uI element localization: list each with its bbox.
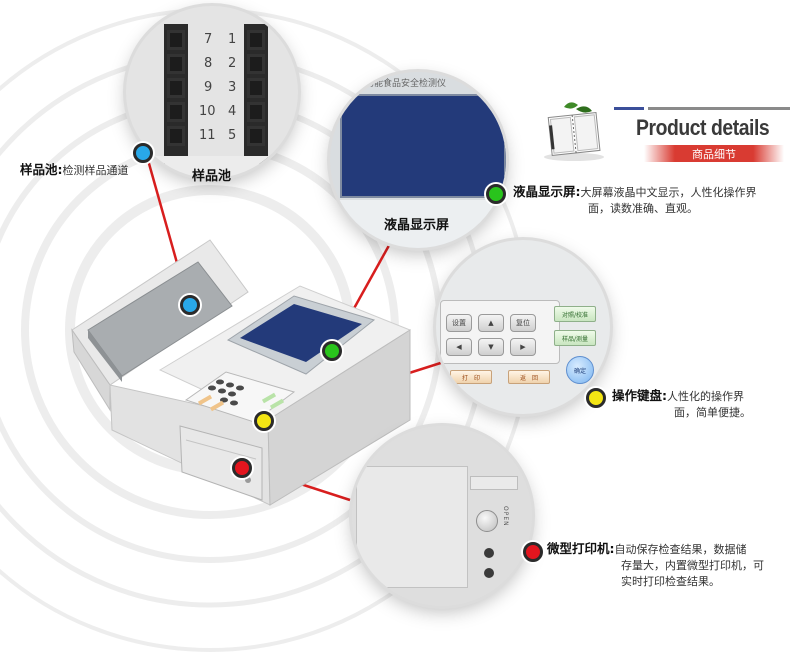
printer-open-button[interactable] bbox=[476, 510, 498, 532]
bubble-caption-band bbox=[126, 156, 298, 178]
confirm-key-label: 确定 bbox=[573, 367, 586, 375]
keyboard-title: 操作键盘: bbox=[612, 388, 667, 403]
lcd-description-line2: 面，读数准确、直观。 bbox=[588, 202, 698, 215]
header-rule-blue bbox=[614, 107, 644, 110]
bubble-caption-band bbox=[330, 200, 506, 248]
header-rule-gray bbox=[648, 107, 790, 110]
keyboard-marker bbox=[586, 388, 606, 408]
printer-door-zoom bbox=[356, 466, 468, 588]
lcd-screen-label: 多功能食品安全检测仪 bbox=[356, 79, 447, 89]
header-subtitle: 商品细节 bbox=[692, 148, 736, 161]
print-key[interactable]: 打 印 bbox=[450, 370, 492, 384]
printer-description-line1: 自动保存检查结果，数据储 bbox=[614, 543, 747, 556]
printer-title: 微型打印机: bbox=[547, 541, 615, 556]
lcd-bubble-caption: 液晶显示屏 bbox=[384, 218, 450, 233]
slot-number: 7 bbox=[204, 32, 213, 47]
sample-pool-description: 检测样品通道 bbox=[62, 164, 129, 177]
printer-description-line3: 实时打印检查结果。 bbox=[621, 575, 720, 588]
slot-number: 9 bbox=[204, 80, 213, 95]
printer-open-label: OPEN bbox=[502, 506, 509, 527]
lcd-marker bbox=[486, 184, 506, 204]
sample-pool-marker-device bbox=[180, 295, 200, 315]
slot-column-left bbox=[164, 24, 188, 164]
back-key[interactable]: 返 回 bbox=[508, 370, 550, 384]
printer-led bbox=[484, 548, 494, 558]
keyboard-callout: 操作键盘:人性化的操作界 面，简单便捷。 bbox=[612, 388, 782, 421]
left-key[interactable]: ◀ bbox=[446, 338, 472, 356]
printer-label-plate bbox=[470, 476, 518, 490]
lcd-callout: 液晶显示屏:大屏幕液晶中文显示，人性化操作界 面，读数准确、直观。 bbox=[513, 184, 783, 217]
lcd-marker-device bbox=[322, 341, 342, 361]
printer-callout: 微型打印机:自动保存检查结果，数据储 存量大，内置微型打印机，可 实时打印检查结… bbox=[547, 541, 783, 590]
right-key[interactable]: ▶ bbox=[510, 338, 536, 356]
lcd-title: 液晶显示屏: bbox=[513, 184, 581, 199]
contrast-calibrate-key[interactable]: 对照/校准 bbox=[554, 306, 596, 322]
sample-pool-marker bbox=[133, 143, 153, 163]
slot-number: 5 bbox=[228, 128, 237, 143]
lcd-description-line1: 大屏幕液晶中文显示，人性化操作界 bbox=[580, 186, 757, 199]
header-title: Product details bbox=[636, 115, 770, 140]
printer-marker-device bbox=[232, 458, 252, 478]
printer-marker bbox=[523, 542, 543, 562]
printer-bubble: OPEN bbox=[352, 426, 532, 606]
setup-key[interactable]: 设置 bbox=[446, 314, 472, 332]
header-subtitle-bg bbox=[644, 145, 784, 162]
keyboard-bubble: 设置 ▲ 复位 ◀ ▼ ▶ 对照/校准 样品/测量 打 印 返 回 确定 bbox=[436, 240, 610, 414]
sample-pool-callout: 样品池:检测样品通道 bbox=[20, 162, 129, 179]
confirm-key[interactable]: 确定 bbox=[566, 356, 594, 384]
slot-number: 3 bbox=[228, 80, 237, 95]
slot-number: 4 bbox=[228, 104, 237, 119]
up-key[interactable]: ▲ bbox=[478, 314, 504, 332]
notebook-icon bbox=[544, 102, 604, 161]
product-details-header: Product details 商品细节 bbox=[536, 95, 790, 170]
slot-number: 2 bbox=[228, 56, 237, 71]
keyboard-description-line1: 人性化的操作界 bbox=[667, 390, 744, 403]
sample-pool-bubble-caption: 样品池 bbox=[192, 169, 232, 184]
printer-description-line2: 存量大，内置微型打印机，可 bbox=[621, 559, 764, 572]
down-key[interactable]: ▼ bbox=[478, 338, 504, 356]
keyboard-marker-device bbox=[254, 411, 274, 431]
sample-pool-title: 样品池: bbox=[20, 162, 63, 177]
sample-measure-key[interactable]: 样品/测量 bbox=[554, 330, 596, 346]
slot-number: 1 bbox=[228, 32, 237, 47]
reset-key[interactable]: 复位 bbox=[510, 314, 536, 332]
printer-led bbox=[484, 568, 494, 578]
slot-number: 8 bbox=[204, 56, 213, 71]
slot-number: 11 bbox=[199, 128, 216, 143]
lcd-bubble: 多功能食品安全检测仪 bbox=[330, 72, 506, 248]
keyboard-description-line2: 面，简单便捷。 bbox=[674, 406, 751, 419]
lcd-screen-zoom: 多功能食品安全检测仪 bbox=[340, 79, 506, 198]
slot-number: 10 bbox=[199, 104, 216, 119]
sample-pool-bubble: 7 8 9 10 11 1 2 3 4 5 bbox=[126, 6, 298, 178]
slot-column-right bbox=[244, 24, 268, 164]
